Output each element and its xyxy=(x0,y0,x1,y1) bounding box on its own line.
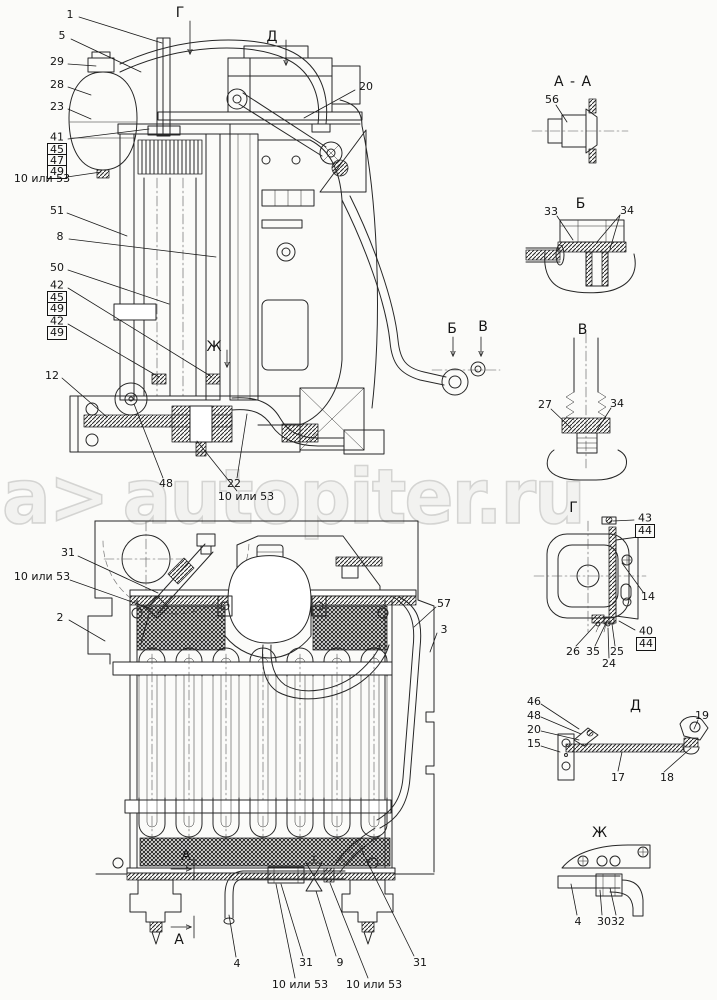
fan-drive xyxy=(157,45,367,193)
cowl-outline xyxy=(339,99,378,409)
view-a-a xyxy=(531,98,629,164)
radiator-core-side xyxy=(113,123,231,401)
engine-block xyxy=(229,133,343,426)
view-d xyxy=(557,716,709,781)
tie-bar-upper xyxy=(112,661,393,676)
mounting-foot-left xyxy=(129,879,182,945)
overflow-hose xyxy=(376,596,422,829)
rear-panel xyxy=(87,520,435,875)
serpentine-loops-bottom xyxy=(138,797,388,838)
mounting-plate xyxy=(147,37,181,137)
view-b xyxy=(525,219,636,294)
core-tubes xyxy=(138,653,388,841)
view-g xyxy=(533,516,647,633)
drain-line xyxy=(223,827,381,925)
support-frame xyxy=(69,382,385,457)
drain-pipe-assembly xyxy=(341,195,501,396)
upper-hose xyxy=(119,39,331,133)
inlet-hose-diagonal xyxy=(140,543,214,645)
mounting-foot-right xyxy=(341,879,394,945)
front-view-radiator xyxy=(87,520,435,945)
fin-band-bottom xyxy=(112,837,396,881)
watermark: a>autopiter.ru xyxy=(1,451,587,542)
watermark-logo: a> xyxy=(1,451,110,542)
view-zh xyxy=(557,844,651,917)
leader-lines xyxy=(61,16,699,979)
tank-outlet-hose xyxy=(262,644,390,700)
expansion-tank-front xyxy=(217,555,327,644)
tank-cowl xyxy=(196,533,383,598)
side-view-assembly xyxy=(68,37,501,457)
view-v xyxy=(546,332,627,481)
section-arrows xyxy=(170,20,481,939)
expansion-tank xyxy=(68,51,138,179)
fin-band-top xyxy=(131,605,389,659)
watermark-text: autopiter.ru xyxy=(122,451,587,542)
